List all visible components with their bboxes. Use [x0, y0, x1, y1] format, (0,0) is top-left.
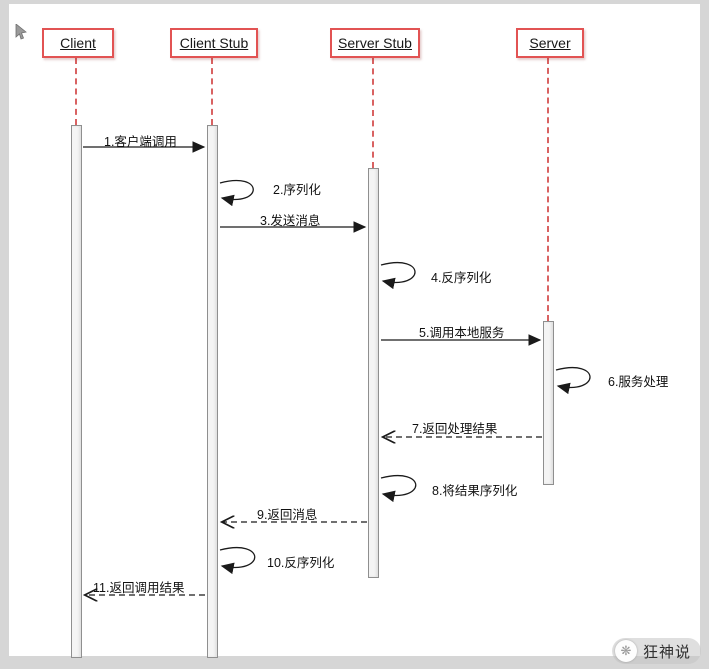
watermark-text: 狂神说	[642, 643, 691, 661]
mouse-cursor-icon	[15, 24, 27, 40]
actor-client-stub: Client Stub	[170, 28, 258, 58]
msg-4-label: 4.反序列化	[431, 271, 492, 285]
msg-5-label: 5.调用本地服务	[419, 326, 505, 340]
activation-server	[543, 321, 554, 485]
msg-10-label: 10.反序列化	[267, 556, 335, 570]
snowflake-icon: ❋	[614, 640, 637, 662]
actor-server: Server	[516, 28, 584, 58]
activation-client-stub	[207, 125, 218, 658]
msg-2-label: 2.序列化	[273, 183, 321, 197]
msg-11-label: 11.返回调用结果	[93, 581, 185, 595]
msg-9-label: 9.返回消息	[257, 508, 318, 522]
actor-client: Client	[42, 28, 114, 58]
activation-server-stub	[368, 168, 379, 578]
diagram-canvas	[9, 4, 700, 656]
lifeline-client-stub	[211, 58, 213, 125]
msg-3-label: 3.发送消息	[260, 214, 321, 228]
lifeline-server	[547, 58, 549, 321]
lifeline-client	[75, 58, 77, 125]
watermark: ❋ 狂神说	[611, 638, 701, 664]
lifeline-server-stub	[372, 58, 374, 168]
actor-server-stub-label: Server Stub	[338, 35, 412, 51]
msg-8-label: 8.将结果序列化	[432, 484, 518, 498]
actor-client-label: Client	[60, 35, 96, 51]
actor-client-stub-label: Client Stub	[179, 35, 249, 51]
msg-7-label: 7.返回处理结果	[412, 422, 498, 436]
msg-1-label: 1.客户端调用	[104, 135, 177, 149]
actor-server-label: Server	[529, 35, 571, 51]
msg-6-label: 6.服务处理	[608, 375, 669, 389]
activation-client	[71, 125, 82, 658]
actor-server-stub: Server Stub	[330, 28, 420, 58]
